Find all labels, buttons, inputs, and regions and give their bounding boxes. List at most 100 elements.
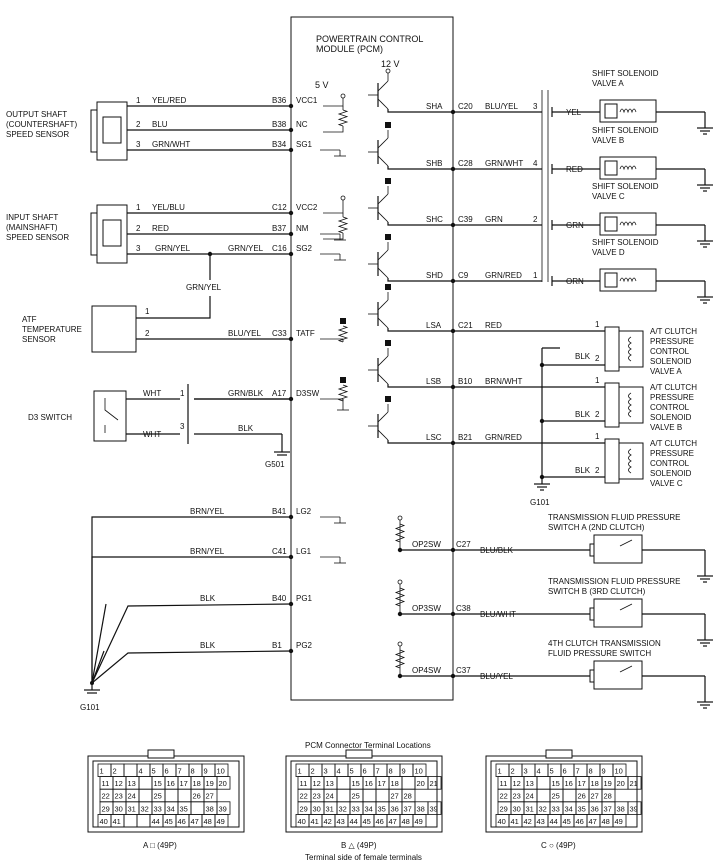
connector-pin: 29: [300, 804, 308, 813]
connector-pin: 12: [115, 779, 123, 788]
connector-pin: 36: [391, 804, 399, 813]
pcm-output-signal: SHB: [426, 159, 442, 168]
ground-wire-signal: LG1: [296, 547, 312, 556]
switch-name: SWITCH B (3RD CLUTCH): [548, 587, 646, 596]
connector-pin: 31: [326, 804, 334, 813]
connector-pin: 33: [352, 804, 360, 813]
switch-name: FLUID PRESSURE SWITCH: [548, 649, 651, 658]
d3-wht-2: WHT: [143, 430, 161, 439]
connector-label: C ○ (49P): [541, 841, 576, 850]
connector-pin: 34: [167, 804, 175, 813]
connector-pin: 8: [389, 767, 393, 776]
switch-terminal: C38: [456, 604, 471, 613]
g101-left-label: G101: [80, 703, 100, 712]
connector-pin: 30: [313, 804, 321, 813]
ground-wire: [91, 603, 292, 684]
ground-wire-color: BLK: [200, 594, 216, 603]
connector-title: PCM Connector Terminal Locations: [305, 741, 431, 750]
connector-pin: 13: [128, 779, 136, 788]
pressure-solenoid-name: PRESSURE: [650, 393, 694, 402]
left-wire-signal: VCC2: [296, 203, 318, 212]
switch-signal: OP3SW: [412, 604, 441, 613]
connector-pin: 40: [100, 817, 108, 826]
d3-wht-1: WHT: [143, 389, 161, 398]
connector-pin: 30: [513, 804, 521, 813]
solenoid-name: VALVE D: [592, 248, 625, 257]
switch-terminal: C27: [456, 540, 471, 549]
left-wire-color: YEL/RED: [152, 96, 186, 105]
ground-wire-color: BRN/YEL: [190, 507, 225, 516]
solenoid-pin: 4: [533, 159, 538, 168]
connector-pin: 20: [617, 779, 625, 788]
connector-pin: 44: [152, 817, 160, 826]
pressure-solenoid-name: SOLENOID: [650, 469, 692, 478]
connector-pin: 6: [165, 767, 169, 776]
pressure-solenoid-name: A/T CLUTCH: [650, 327, 697, 336]
switch-signal: OP2SW: [412, 540, 441, 549]
connector-cell: [612, 814, 627, 828]
pressure-blk: BLK: [575, 352, 591, 361]
connector-label: B △ (49P): [341, 841, 377, 850]
connector-pin: 6: [363, 767, 367, 776]
ground-wire-signal: PG1: [296, 594, 313, 603]
pcm-output-signal: SHA: [426, 102, 443, 111]
connector-pin: 22: [102, 792, 110, 801]
connector-pin: 30: [115, 804, 123, 813]
supply-5v: 5 V: [315, 80, 329, 90]
connector-pin: 26: [578, 792, 586, 801]
pcm-output-terminal: C28: [458, 159, 473, 168]
left-wire-pin: 1: [136, 96, 141, 105]
pressure-pin-1: 1: [595, 320, 600, 329]
ground-wire-terminal: B41: [272, 507, 287, 516]
pcm-output-color: GRN: [485, 215, 503, 224]
switch-name: 4TH CLUTCH TRANSMISSION: [548, 639, 661, 648]
connector-pin: 41: [113, 817, 121, 826]
pcm-output-color: BRN/WHT: [485, 377, 522, 386]
output-shaft-label-2: (COUNTERSHAFT): [6, 120, 77, 129]
connector-pin: 38: [617, 804, 625, 813]
solenoid-name: VALVE A: [592, 79, 624, 88]
connector-pin: 38: [206, 804, 214, 813]
connector-pin: 24: [526, 792, 534, 801]
connector-pin: 4: [337, 767, 341, 776]
left-wire-pin: 1: [180, 389, 185, 398]
pressure-pin-1: 1: [595, 376, 600, 385]
connector-pin: 17: [180, 779, 188, 788]
connector-cell: [627, 776, 642, 790]
connector-pin: 23: [115, 792, 123, 801]
connector-pin: 21: [430, 779, 438, 788]
solenoid-wire-color: RED: [566, 165, 583, 174]
d3-pin-3: 3: [180, 422, 185, 431]
connector-pin: 45: [165, 817, 173, 826]
output-shaft-label-3: SPEED SENSOR: [6, 130, 69, 139]
g501-label: G501: [265, 460, 285, 469]
left-wire-color: GRN/BLK: [228, 389, 264, 398]
ground-wire: [91, 650, 292, 684]
connector-pin: 12: [513, 779, 521, 788]
sg2-left-label: GRN/YEL: [228, 244, 264, 253]
connector-pin: 19: [206, 779, 214, 788]
left-wire-pin: 2: [145, 329, 150, 338]
connector-pin: 32: [339, 804, 347, 813]
connector-pin: 5: [350, 767, 354, 776]
left-wire-terminal: B38: [272, 120, 287, 129]
connector-pin: 49: [217, 817, 225, 826]
left-wire-terminal: C33: [272, 329, 287, 338]
connector-pin: 37: [604, 804, 612, 813]
pcm-output-color: GRN/RED: [485, 271, 522, 280]
connector-pin: 38: [417, 804, 425, 813]
connector-pin: 46: [576, 817, 584, 826]
connector-pin: 35: [378, 804, 386, 813]
left-wire-color: RED: [152, 224, 169, 233]
connector-pin: 31: [526, 804, 534, 813]
pressure-solenoid-name: CONTROL: [650, 347, 690, 356]
connector-pin: 15: [552, 779, 560, 788]
sg2-branch-label: GRN/YEL: [186, 283, 222, 292]
left-wire-signal: SG2: [296, 244, 313, 253]
connector-cell: [627, 801, 642, 815]
d3-switch-label: D3 SWITCH: [28, 413, 72, 422]
connector-pin: 47: [191, 817, 199, 826]
left-wire-terminal: C16: [272, 244, 287, 253]
ground-wire-color: BLK: [200, 641, 216, 650]
connector-pin: 17: [578, 779, 586, 788]
